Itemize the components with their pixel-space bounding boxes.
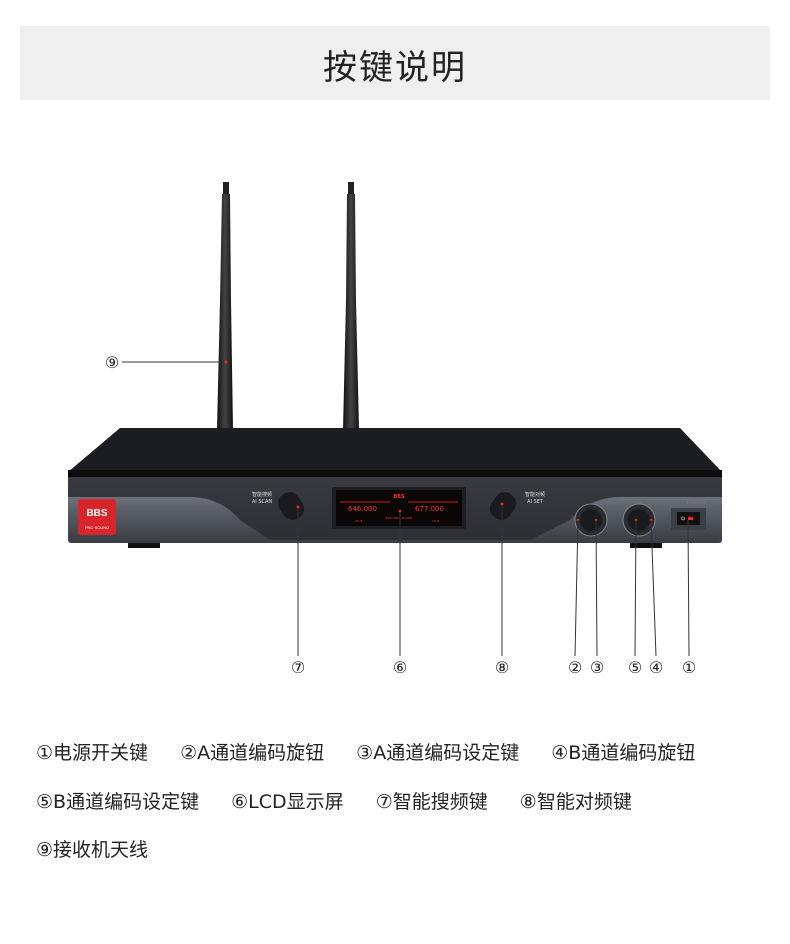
legend-item: ⑧智能对频键 xyxy=(519,791,632,813)
brand-logo: BBS PRO SOUND xyxy=(78,499,116,535)
callout-2: ② xyxy=(568,658,582,677)
set-label-cn: 智能对频 xyxy=(525,491,545,498)
lcd-brand: BBS xyxy=(393,494,405,500)
callout-4: ④ xyxy=(649,658,663,677)
legend-item: ⑦智能搜频键 xyxy=(375,791,488,813)
brand-sub-text: PRO SOUND xyxy=(85,525,109,530)
legend-row: ①电源开关键 ②A通道编码旋钮 ③A通道编码设定键 ④B通道编码旋钮 xyxy=(36,738,721,765)
antenna-left xyxy=(217,182,233,430)
lcd-display: BBS 646.000 677.000 CH-8 ELECTRIC SOUND … xyxy=(332,487,466,529)
lcd-channel-b: CH-8 xyxy=(432,519,439,523)
legend-item: ①电源开关键 xyxy=(36,742,149,764)
title-banner: 按键说明 xyxy=(20,26,770,100)
page-title: 按键说明 xyxy=(323,48,467,88)
antenna-right xyxy=(343,182,359,430)
callout-numbers: ⑦ ⑥ ⑧ ② ③ ⑤ ④ ① ⑨ xyxy=(105,353,696,677)
callout-5: ⑤ xyxy=(628,658,642,677)
legend-row: ⑤B通道编码设定键 ⑥LCD显示屏 ⑦智能搜频键 ⑧智能对频键 xyxy=(36,787,658,814)
lcd-frequency-a: 646.000 xyxy=(348,505,377,513)
callout-8: ⑧ xyxy=(495,658,509,677)
power-label: POWER xyxy=(687,500,706,506)
callout-1: ① xyxy=(682,658,696,677)
scan-label-en: AI SCAN xyxy=(252,499,273,505)
callout-lines xyxy=(122,361,690,657)
callout-3: ③ xyxy=(590,658,604,677)
legend-item: ③A通道编码设定键 xyxy=(356,742,520,764)
lcd-channel-a: CH-8 xyxy=(355,519,362,523)
lcd-center-text: ELECTRIC SOUND xyxy=(386,516,413,520)
callout-9: ⑨ xyxy=(105,353,119,372)
legend-item: ②A通道编码旋钮 xyxy=(180,742,325,764)
legend-row: ⑨接收机天线 xyxy=(36,835,174,862)
set-label-en: AI SET xyxy=(527,499,544,505)
legend-item: ⑤B通道编码设定键 xyxy=(36,791,200,813)
legend-item: ⑨接收机天线 xyxy=(36,839,149,861)
lcd-frequency-b: 677.000 xyxy=(415,505,444,513)
ai-set-button[interactable] xyxy=(486,488,520,524)
legend-item: ⑥LCD显示屏 xyxy=(231,791,344,813)
callout-6: ⑥ xyxy=(393,658,407,677)
channel-a-knob[interactable] xyxy=(574,503,608,537)
brand-text: BBS xyxy=(86,508,107,519)
power-switch[interactable] xyxy=(671,508,706,530)
scan-label-cn: 智能搜频 xyxy=(252,491,272,498)
callout-7: ⑦ xyxy=(291,658,305,677)
legend-item: ④B通道编码旋钮 xyxy=(551,742,696,764)
channel-b-knob[interactable] xyxy=(622,503,656,537)
device-top xyxy=(68,428,722,472)
